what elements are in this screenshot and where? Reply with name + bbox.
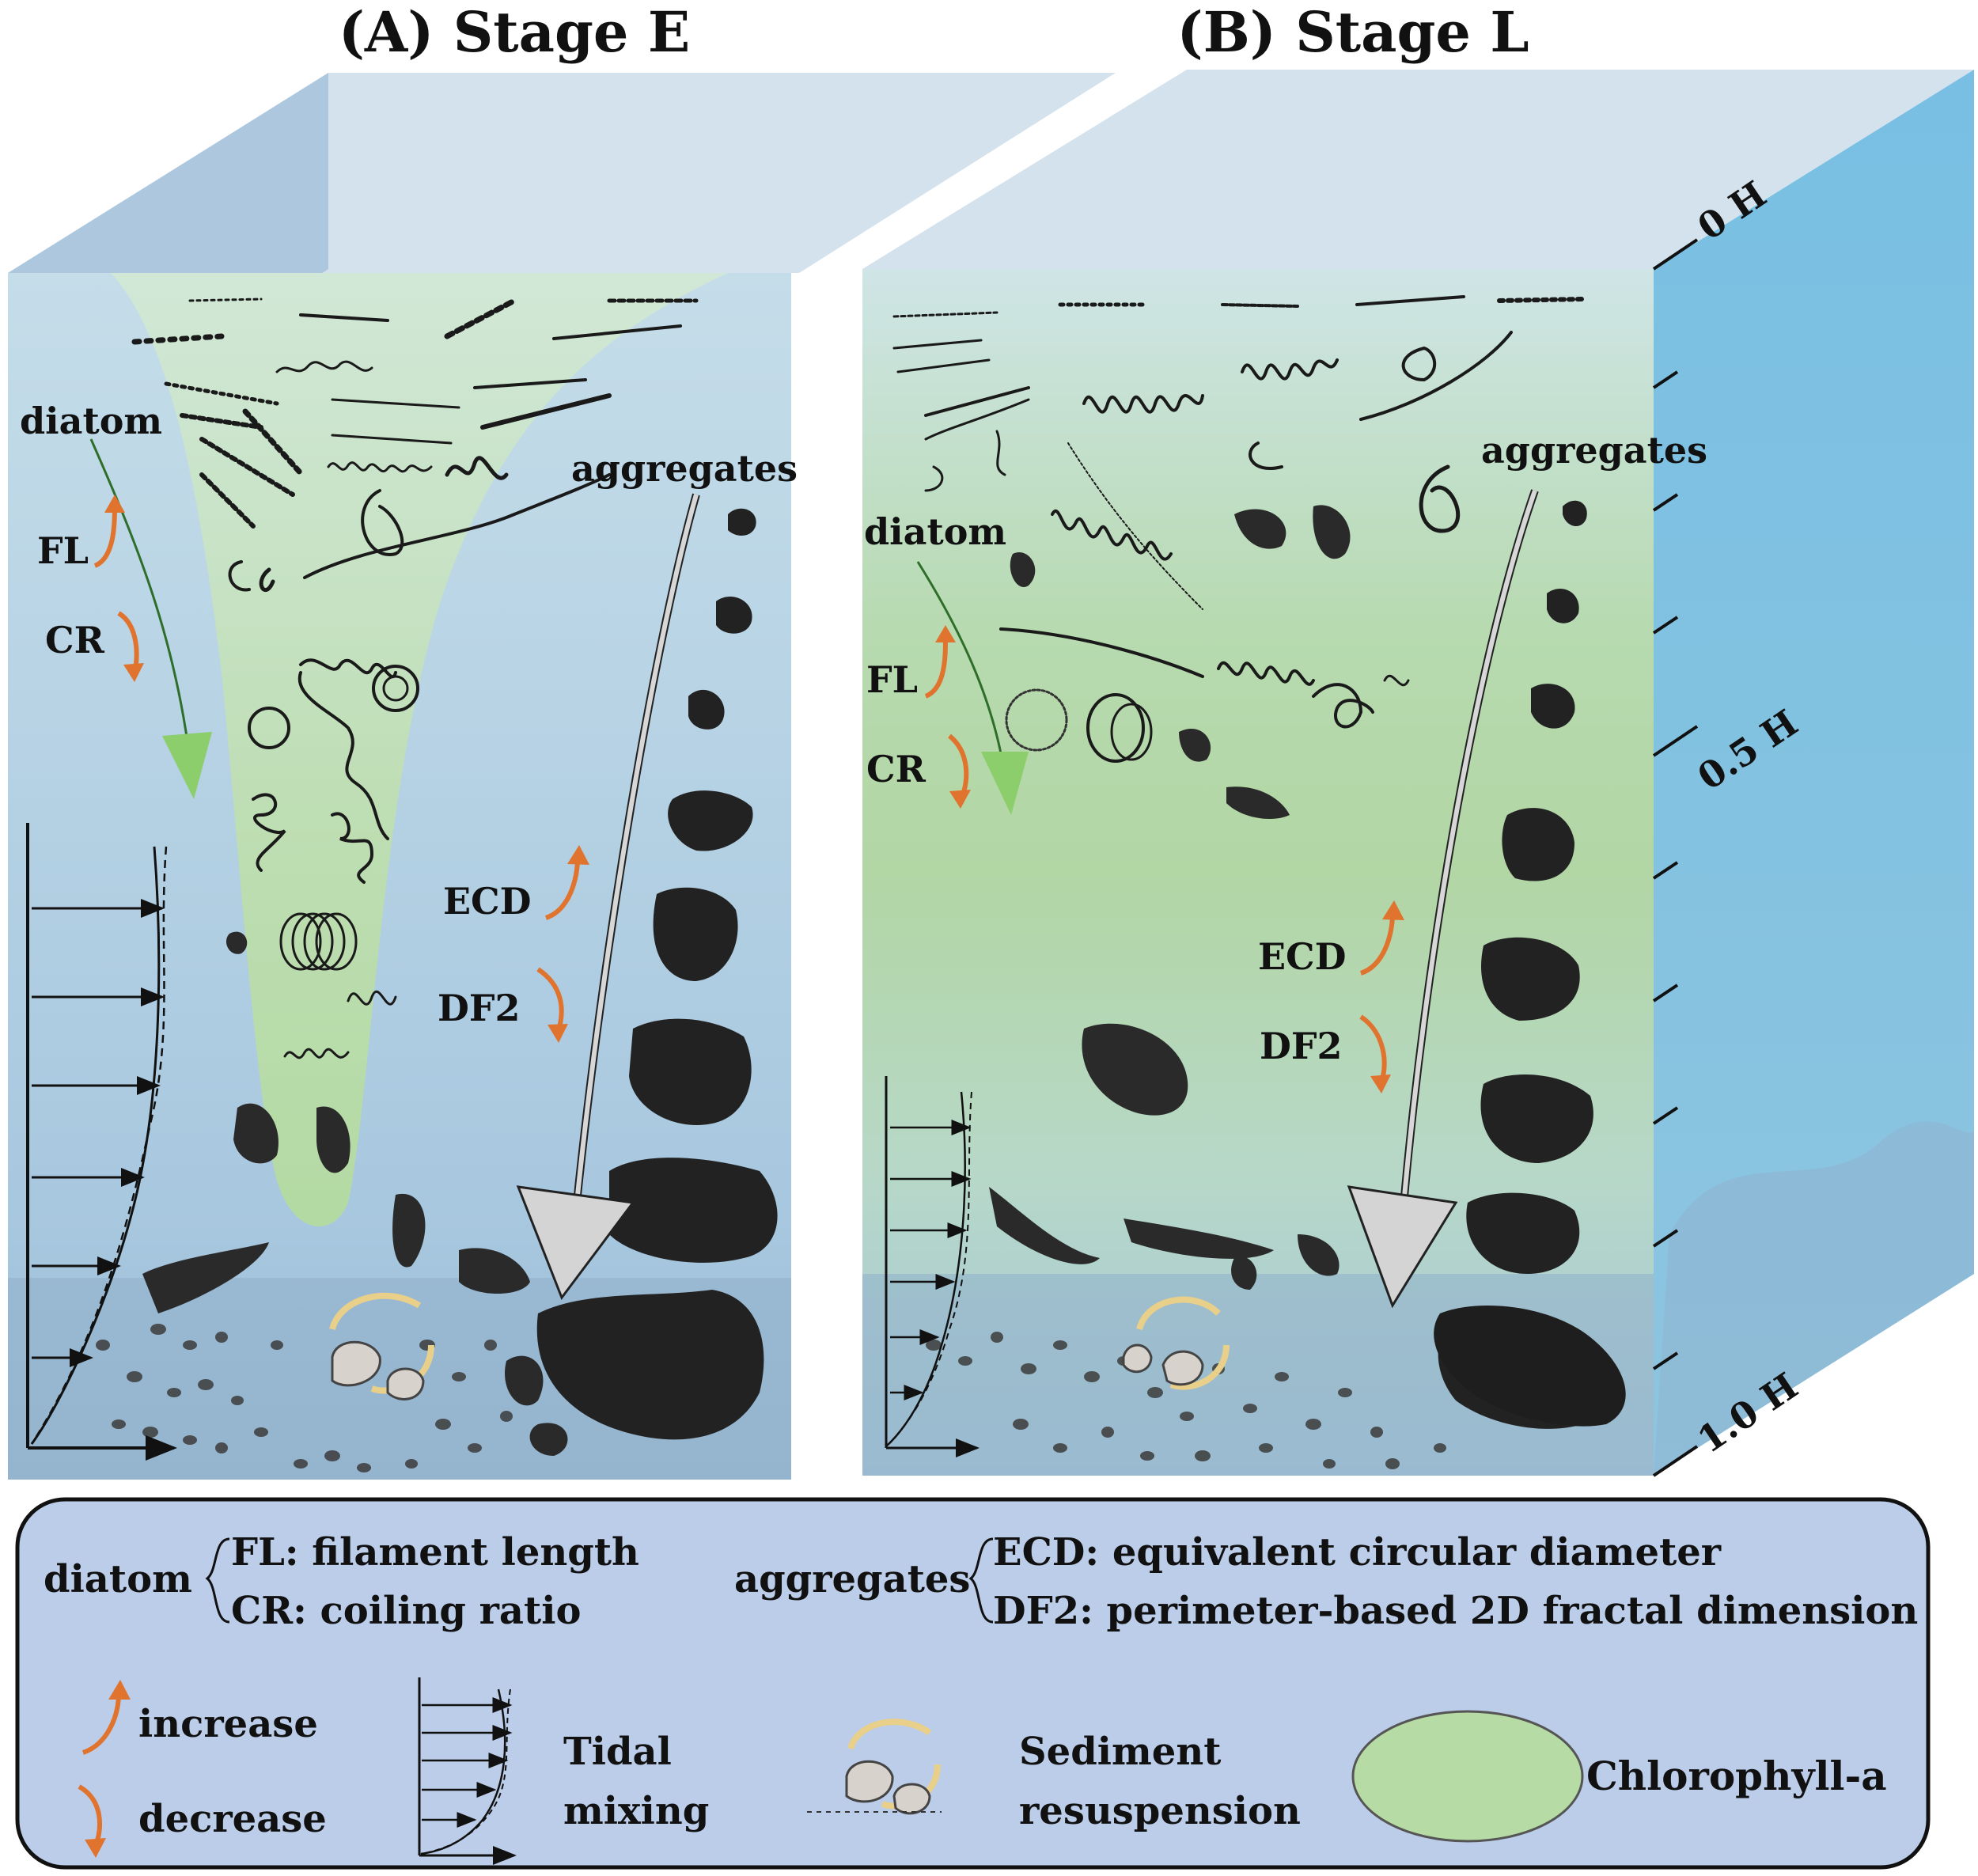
panel-a-diatom-arrow	[89, 438, 191, 760]
panel-b-cr-label: CR	[866, 748, 926, 790]
panel-b-diatom-label: diatom	[864, 510, 1006, 553]
panel-b-diatom-filaments	[892, 295, 1585, 763]
panel-a-chlorophyll-plume	[111, 273, 728, 1226]
panel-a-diatom-label: diatom	[20, 400, 162, 442]
panel-b-title: (B) Stage L	[1177, 0, 1529, 65]
legend-tidal-label-1: Tidal	[563, 1730, 672, 1774]
panel-b-diatom-arrowhead	[981, 752, 1029, 815]
legend-cr-definition: CR: coiling ratio	[231, 1589, 581, 1633]
legend-chlorophyll-label: Chlorophyll-a	[1586, 1753, 1887, 1799]
panel-a-df2-label: DF2	[438, 987, 521, 1029]
panel-a-cr-label: CR	[45, 619, 105, 661]
panel-b-top-face	[862, 70, 1974, 269]
legend-sediment-resuspension-icon	[807, 1719, 942, 1815]
panel-b-ecd-increase-arrow	[1359, 913, 1395, 976]
panel-b-suspended-debris	[989, 505, 1351, 1290]
panel-b-water-box	[862, 70, 1974, 1476]
panel-a-title: (A) Stage E	[339, 0, 690, 65]
panel-a-coiled-filament	[279, 912, 358, 971]
panel-a-fl-label: FL	[37, 529, 89, 572]
panel-a-water-box	[8, 73, 1116, 1480]
legend-fl-definition: FL: filament length	[231, 1530, 639, 1575]
legend-ecd-definition: ECD: equivalent circular diameter	[993, 1530, 1722, 1575]
legend-sediment-label-1: Sediment	[1019, 1730, 1221, 1774]
legend-aggregates-brace	[968, 1537, 994, 1624]
panel-b-side-seagrass	[1654, 1121, 1974, 1476]
panel-a-aggregates-column	[536, 508, 778, 1440]
depth-scale-ticks	[1652, 238, 1699, 1477]
panel-b-ecd-label: ECD	[1258, 935, 1347, 978]
legend-chlorophyll-swatch	[1351, 1710, 1584, 1843]
panel-b-side-face	[1654, 70, 1974, 1476]
panel-a-ecd-label: ECD	[443, 880, 532, 923]
panel-b-df2-label: DF2	[1260, 1025, 1343, 1067]
panel-b-large-aggregate	[1434, 1306, 1626, 1427]
legend-increase-arrow	[81, 1692, 121, 1755]
panel-b-sediment-bed	[926, 1332, 1446, 1469]
panel-b-tidal-mixing-profile	[885, 1076, 980, 1457]
panel-a-ecd-increase-arrow	[544, 858, 580, 920]
legend-diatom-brace	[205, 1537, 230, 1624]
legend-tidal-label-2: mixing	[563, 1789, 709, 1833]
panel-b-diatom-blob	[1005, 688, 1068, 752]
panel-a-diatom-arrowhead	[162, 732, 212, 799]
panel-b-resuspension-icon	[1122, 1296, 1230, 1390]
panel-b-diatom-arrow	[916, 561, 1006, 776]
panel-b-fl-label: FL	[866, 658, 918, 701]
panel-b-fl-increase-arrow	[924, 636, 948, 699]
panel-b-aggregates-arrowhead	[1347, 1185, 1458, 1309]
legend-diatom-group: diatom	[44, 1557, 192, 1601]
panel-a-aggregates-label: aggregates	[571, 447, 798, 490]
legend-tidal-mixing-icon	[418, 1677, 517, 1865]
panel-a-aggregates-arrowhead	[516, 1185, 635, 1301]
legend-aggregates-group: aggregates	[734, 1557, 970, 1601]
panel-b-aggregates-label: aggregates	[1481, 429, 1707, 472]
legend-sediment-label-2: resuspension	[1019, 1789, 1301, 1833]
legend-increase-label: increase	[138, 1702, 318, 1746]
panel-a-resuspension-icon	[329, 1292, 434, 1400]
panel-a-sediment-bed	[96, 1324, 513, 1472]
legend-decrease-label: decrease	[138, 1797, 327, 1841]
legend-df2-definition: DF2: perimeter-based 2D fractal dimensio…	[993, 1589, 1918, 1633]
panel-a-tidal-mixing-profile	[26, 823, 177, 1461]
panel-a-diatom-filaments	[131, 298, 699, 1059]
panel-a-suspended-debris	[142, 931, 568, 1456]
